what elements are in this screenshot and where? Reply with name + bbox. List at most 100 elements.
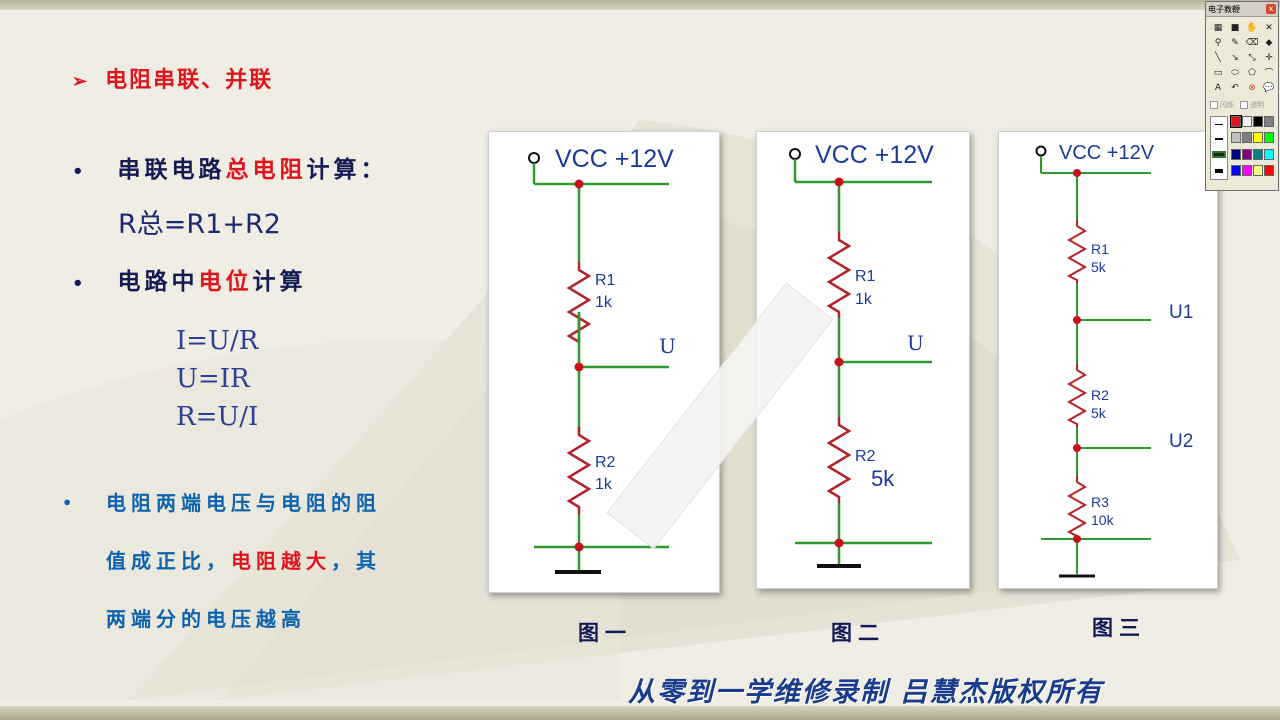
junction-dot bbox=[1073, 316, 1081, 324]
pen-icon[interactable]: ✎ bbox=[1231, 37, 1239, 48]
node-u1-label: U1 bbox=[1169, 302, 1193, 323]
width-option[interactable] bbox=[1215, 123, 1223, 125]
color-swatch[interactable] bbox=[1242, 164, 1252, 176]
line-icon[interactable]: ╲ bbox=[1215, 52, 1221, 63]
color-swatch[interactable] bbox=[1253, 116, 1263, 127]
width-option[interactable] bbox=[1215, 137, 1223, 140]
circuit-diagram-2: VCC +12V R1 1k R2 5k U bbox=[789, 141, 934, 568]
arrow-icon[interactable]: ↘ bbox=[1231, 52, 1239, 63]
text-icon[interactable]: A bbox=[1214, 82, 1222, 93]
note-line-3: 两端分的电压越高 bbox=[106, 607, 306, 631]
r1-value: 1k bbox=[595, 294, 613, 311]
color-swatch[interactable] bbox=[1231, 164, 1241, 176]
node-u2-label: U2 bbox=[1169, 431, 1193, 452]
r1-name: R1 bbox=[855, 268, 876, 285]
r2-value: 5k bbox=[871, 466, 895, 491]
color-swatch[interactable] bbox=[1242, 116, 1252, 127]
bullet2-prefix: 电路中 bbox=[117, 268, 199, 295]
bullet1-highlight: 总电阻 bbox=[225, 156, 307, 183]
node-u-label: U bbox=[659, 334, 676, 358]
blink-label: 闪烁 bbox=[1220, 101, 1234, 109]
eraser-icon[interactable]: ⌫ bbox=[1245, 37, 1259, 48]
color-swatch[interactable] bbox=[1231, 132, 1241, 144]
figure-3-caption: 图三 bbox=[1092, 615, 1146, 640]
color-swatch[interactable] bbox=[1264, 116, 1274, 127]
voltage-divider-note: • 电阻两端电压与电阻的阻 值成正比，电阻越大，其 两端分的电压越高 bbox=[62, 474, 462, 648]
bullet2-suffix: 计算 bbox=[252, 268, 307, 295]
heading-text: 电阻串联、并联 bbox=[105, 67, 274, 93]
vcc-terminal-icon bbox=[1035, 145, 1047, 157]
junction-dot bbox=[834, 357, 844, 367]
bullet-dot-icon: • bbox=[72, 273, 88, 294]
figure-2-caption: 图二 bbox=[831, 620, 885, 645]
vcc-label: VCC +12V bbox=[815, 141, 934, 169]
close-icon[interactable]: ✕ bbox=[1265, 22, 1273, 33]
circuit-diagram-3: VCC +12V R1 5k R2 5k R3 10k U1 U2 bbox=[1035, 142, 1193, 578]
r3-value: 10k bbox=[1091, 512, 1115, 528]
note-highlight: 电阻越大 bbox=[231, 549, 331, 573]
resistor-r1 bbox=[826, 232, 852, 318]
resistor-r2 bbox=[1066, 364, 1088, 428]
note-line-1: 电阻两端电压与电阻的阻 bbox=[106, 491, 381, 515]
color-swatch[interactable] bbox=[1230, 115, 1242, 128]
color-swatch[interactable] bbox=[1231, 148, 1241, 160]
clear-icon[interactable]: ⊗ bbox=[1248, 82, 1256, 93]
junction-dot bbox=[574, 542, 584, 552]
pointer-toolbox[interactable]: 电子教鞭 x ▦ ■ ✋ ✕ ⚲ ✎ ⌫ ◆ ╲ ↘ ⤡ ✛ ▭ ⬭ ⬠ ⌒ A… bbox=[1205, 1, 1279, 191]
toolbox-titlebar[interactable]: 电子教鞭 x bbox=[1206, 2, 1278, 17]
junction-dot bbox=[834, 177, 844, 187]
bullet-dot-icon: • bbox=[62, 493, 78, 512]
figure-1-caption: 图一 bbox=[578, 620, 632, 645]
line-width-picker[interactable] bbox=[1210, 116, 1228, 180]
circuit-figure-3: VCC +12V R1 5k R2 5k R3 10k U1 U2 bbox=[998, 131, 1218, 589]
double-arrow-icon[interactable]: ⤡ bbox=[1248, 52, 1256, 63]
color-swatch[interactable] bbox=[1253, 132, 1263, 144]
fill-icon[interactable]: ◆ bbox=[1265, 37, 1273, 48]
rectangle-icon[interactable]: ▭ bbox=[1213, 67, 1223, 78]
junction-dot bbox=[1073, 535, 1081, 543]
bullet1-suffix: 计算： bbox=[306, 156, 388, 183]
junction-dot bbox=[1073, 169, 1081, 177]
freeform-icon[interactable]: ⌒ bbox=[1264, 69, 1274, 79]
toolbox-title: 电子教鞭 bbox=[1208, 4, 1240, 14]
close-icon[interactable]: x bbox=[1266, 4, 1276, 14]
junction-dot bbox=[1073, 444, 1081, 452]
transparent-checkbox[interactable]: 透明 bbox=[1240, 100, 1264, 110]
polygon-icon[interactable]: ⬠ bbox=[1248, 67, 1256, 78]
color-swatch[interactable] bbox=[1242, 148, 1252, 160]
r2-name: R2 bbox=[595, 454, 616, 471]
transparent-label: 透明 bbox=[1250, 101, 1264, 109]
resistor-r3 bbox=[1066, 476, 1088, 540]
total-resistance-formula: R总=R1+R2 bbox=[118, 209, 281, 240]
bottom-border bbox=[0, 706, 1280, 720]
r2-name: R2 bbox=[1091, 387, 1109, 403]
hand-icon[interactable]: ✋ bbox=[1246, 22, 1258, 33]
note-line-2-start: 值成正比， bbox=[106, 549, 231, 573]
square-fill-icon[interactable]: ■ bbox=[1230, 22, 1240, 33]
r3-name: R3 bbox=[1091, 494, 1109, 510]
width-option[interactable] bbox=[1215, 168, 1223, 173]
color-swatch[interactable] bbox=[1253, 164, 1263, 176]
color-swatch[interactable] bbox=[1253, 148, 1263, 160]
zoom-icon[interactable]: ⚲ bbox=[1214, 37, 1222, 48]
r1-value: 5k bbox=[1091, 259, 1107, 275]
color-swatch[interactable] bbox=[1264, 132, 1274, 144]
color-swatch[interactable] bbox=[1264, 164, 1274, 176]
ellipse-icon[interactable]: ⬭ bbox=[1231, 67, 1239, 78]
color-palette[interactable] bbox=[1230, 115, 1274, 180]
save-icon[interactable]: ▦ bbox=[1213, 22, 1223, 33]
comment-icon[interactable]: 💬 bbox=[1263, 82, 1275, 93]
blink-checkbox[interactable]: 闪烁 bbox=[1210, 100, 1234, 110]
bullet1-prefix: 串联电路 bbox=[117, 156, 226, 183]
toolbox-options: 闪烁 透明 bbox=[1206, 98, 1278, 112]
crosshair-icon[interactable]: ✛ bbox=[1265, 52, 1273, 63]
r1-name: R1 bbox=[595, 272, 616, 289]
ohms-law-voltage: U=IR bbox=[176, 364, 250, 394]
slide-heading: ➢电阻串联、并联 bbox=[72, 62, 273, 94]
width-option-selected[interactable] bbox=[1212, 150, 1226, 158]
bullet-dot-icon: • bbox=[72, 161, 88, 182]
color-swatch[interactable] bbox=[1242, 132, 1252, 144]
bullet2-highlight: 电位 bbox=[198, 268, 253, 295]
color-swatch[interactable] bbox=[1264, 148, 1274, 160]
undo-icon[interactable]: ↶ bbox=[1231, 82, 1239, 93]
